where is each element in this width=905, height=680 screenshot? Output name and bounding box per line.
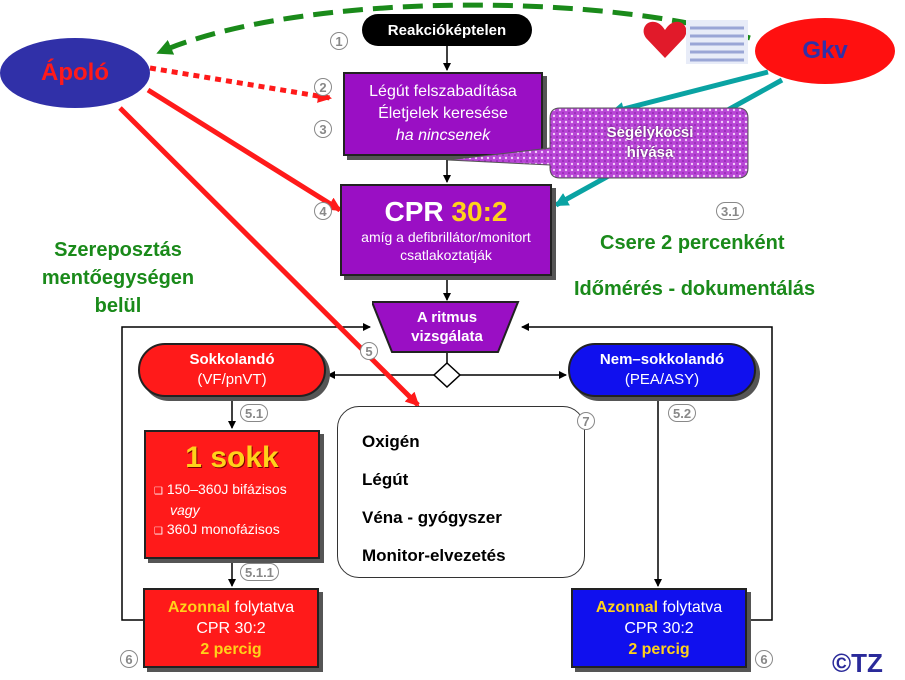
continue-left-word1: Azonnal <box>167 598 231 616</box>
shock-box: 1 sokk ❑ 150–360J bifázisos vagy ❑ 360J … <box>144 430 320 559</box>
timing-label: Időmérés - dokumentálás <box>574 278 816 300</box>
airway-line-3: ha nincsenek <box>395 127 491 144</box>
rhythm-line-2: vizsgálata <box>411 328 483 345</box>
shock-item-2: ❑ 360J monofázisos <box>154 521 280 537</box>
ambulance-role-label: Gkv <box>802 37 848 64</box>
continue-right-line-1: Azonnal folytatva <box>596 597 722 618</box>
airway-line-1: Légút felszabadítása <box>369 83 517 100</box>
step-number-5-1-1: 5.1.1 <box>240 563 279 581</box>
shockable-sub: (VF/pnVT) <box>197 371 267 388</box>
step-number-5-1: 5.1 <box>240 404 269 422</box>
nonshockable-title: Nem–sokkolandó <box>599 351 725 368</box>
start-label: Reakcióképtelen <box>387 21 507 39</box>
continue-right-word1: Azonnal <box>595 598 659 616</box>
shockable-pill: Sokkolandó (VF/pnVT) <box>138 343 326 397</box>
step-number-6-left: 6 <box>120 650 138 668</box>
step-number-2: 2 <box>314 78 332 96</box>
task-item: Légút <box>362 470 409 489</box>
continue-left-line-3: 2 percig <box>200 640 262 658</box>
callout-line-2: hívása <box>626 144 674 161</box>
continue-right-word2: folytatva <box>662 598 723 616</box>
rhythm-shape <box>372 301 520 353</box>
shock-item-1-text: 150–360J bifázisos <box>166 481 287 497</box>
cpr-line-2: csatlakoztatják <box>400 247 492 263</box>
cpr-title: CPR 30:2 <box>385 196 508 228</box>
nurse-role-ellipse: Ápoló <box>0 38 150 108</box>
green-dashed-arrow <box>156 2 751 55</box>
task-item: Monitor-elvezetés <box>362 546 506 565</box>
step-number-3-1: 3.1 <box>716 202 745 220</box>
callout-text: Segélykocsi hívása <box>560 112 740 174</box>
continue-right-box: Azonnal folytatva CPR 30:2 2 percig <box>571 588 747 668</box>
loop-right <box>521 323 773 621</box>
airway-line-2: Életjelek keresése <box>378 105 508 122</box>
step-number-1: 1 <box>330 32 348 50</box>
swap-label: Csere 2 percenként <box>600 232 785 254</box>
roles-title-line-2: mentőegységen <box>41 267 195 289</box>
continue-left-line-2: CPR 30:2 <box>196 619 266 637</box>
cpr-box: CPR 30:2 amíg a defibrillátor/monitort c… <box>340 184 552 276</box>
task-item: Oxigén <box>362 432 420 451</box>
continue-left-box: Azonnal folytatva CPR 30:2 2 percig <box>143 588 319 668</box>
tasks-box: Oxigén Légút Véna - gyógyszer Monitor-el… <box>337 406 585 578</box>
decision-diamond <box>432 361 462 389</box>
roles-title: Szereposztás mentőegységen belül <box>8 236 228 320</box>
task-item: Véna - gyógyszer <box>362 508 502 527</box>
roles-title-line-3: belül <box>94 295 142 317</box>
shock-item-2-text: 360J monofázisos <box>166 521 280 537</box>
copyright-label: ©TZ <box>832 648 883 678</box>
airway-box: Légút felszabadítása Életjelek keresése … <box>343 72 543 156</box>
shock-item-or: vagy <box>170 502 200 518</box>
cpr-ratio: 30:2 <box>451 196 508 227</box>
ecg-strip-icon <box>686 20 748 64</box>
ambulance-role-ellipse: Gkv <box>755 18 895 84</box>
step-number-3: 3 <box>314 120 332 138</box>
rhythm-text: A ritmus vizsgálata <box>392 304 502 350</box>
roles-title-line-1: Szereposztás <box>54 239 182 261</box>
nurse-role-label: Ápoló <box>41 59 109 86</box>
step-number-7: 7 <box>577 412 595 430</box>
nonshockable-sub: (PEA/ASY) <box>624 371 700 388</box>
start-box: Reakcióképtelen <box>362 14 532 46</box>
red-arrow-to-cpr <box>146 87 342 213</box>
teal-arrow-to-callout <box>610 69 769 116</box>
continue-right-line-3: 2 percig <box>628 640 690 658</box>
step-number-5: 5 <box>360 342 378 360</box>
red-dotted-arrow <box>149 65 332 103</box>
loop-left <box>121 323 371 621</box>
cpr-line-1: amíg a defibrillátor/monitort <box>361 229 531 245</box>
cpr-title-prefix: CPR <box>384 196 444 227</box>
shock-item-1: ❑ 150–360J bifázisos <box>154 481 287 497</box>
step-number-6-right: 6 <box>755 650 773 668</box>
continue-left-line-1: Azonnal folytatva <box>168 597 294 618</box>
rhythm-line-1: A ritmus <box>416 309 478 326</box>
nonshockable-pill: Nem–sokkolandó (PEA/ASY) <box>568 343 756 397</box>
callout-line-1: Segélykocsi <box>606 124 694 141</box>
step-number-5-2: 5.2 <box>668 404 697 422</box>
shock-title: 1 sokk <box>185 441 279 474</box>
continue-right-line-2: CPR 30:2 <box>624 619 694 637</box>
heart-icon <box>642 16 688 62</box>
step-number-4: 4 <box>314 202 332 220</box>
shockable-title: Sokkolandó <box>189 351 275 368</box>
continue-left-word2: folytatva <box>234 598 295 616</box>
